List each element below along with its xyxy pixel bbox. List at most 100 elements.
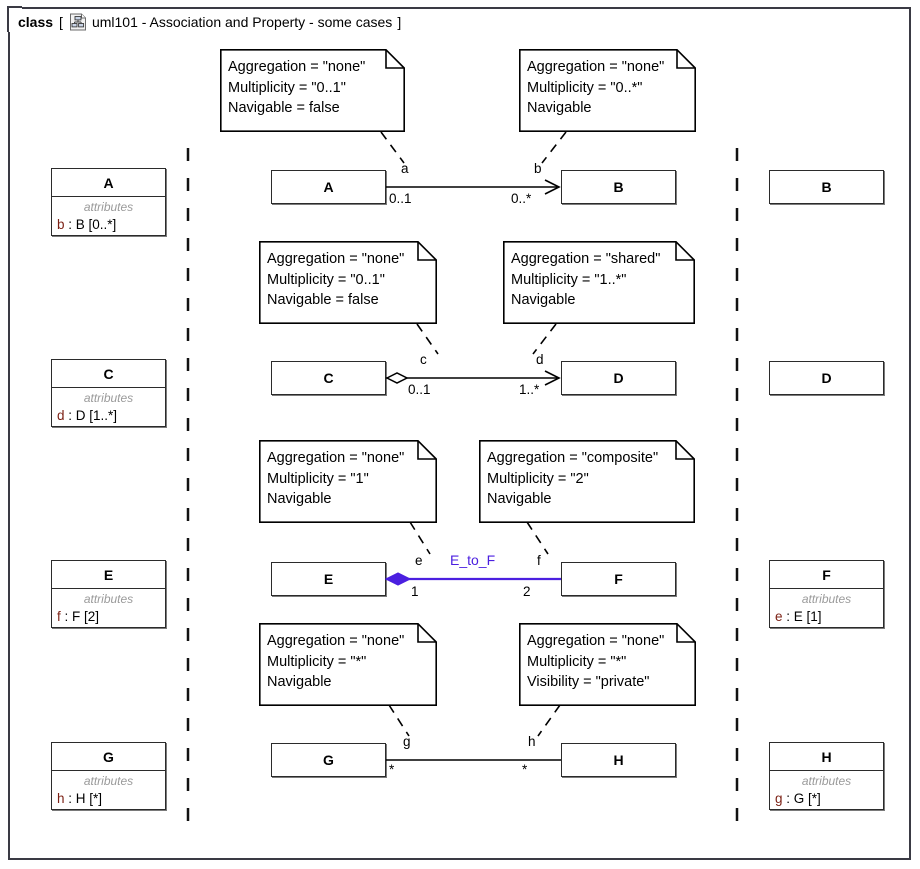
note-body: Aggregation = "none" Multiplicity = "*" … xyxy=(527,633,665,690)
class-name: E xyxy=(52,561,165,589)
assoc-box-C[interactable]: C xyxy=(271,361,386,395)
attributes-label: attributes xyxy=(801,592,852,606)
element-name: B xyxy=(613,179,624,195)
role-label-d: d xyxy=(536,352,544,367)
frame-kind-label: class xyxy=(18,14,54,30)
class-attributes-compartment: attributes b : B [0..*] xyxy=(52,197,165,238)
assoc-box-B[interactable]: B xyxy=(561,170,676,204)
assoc-box-H[interactable]: H xyxy=(561,743,676,777)
attribute-name: g xyxy=(775,791,783,806)
attribute-name: d xyxy=(57,408,65,423)
class-attributes-compartment: attributes f : F [2] xyxy=(52,589,165,630)
class-name: B xyxy=(821,179,832,195)
class-box-right-B[interactable]: B xyxy=(769,170,884,204)
frame-tab-shape xyxy=(7,6,22,32)
note-c[interactable]: Aggregation = "none" Multiplicity = "0..… xyxy=(259,241,437,324)
attribute-name: b xyxy=(57,217,65,232)
element-name: C xyxy=(323,370,334,386)
attribute-type: : H [*] xyxy=(64,791,103,806)
element-name: D xyxy=(613,370,624,386)
attribute-type: : B [0..*] xyxy=(64,217,117,232)
attributes-label: attributes xyxy=(83,200,134,214)
role-label-c: c xyxy=(420,352,427,367)
multiplicity-label-e: 1 xyxy=(411,584,419,599)
class-attributes-compartment: attributes h : H [*] xyxy=(52,771,165,812)
class-name: C xyxy=(52,360,165,388)
class-name: D xyxy=(821,370,832,386)
role-label-e: e xyxy=(415,553,423,568)
frame-bracket-close: ] xyxy=(397,14,402,30)
role-label-g: g xyxy=(403,734,411,749)
note-b[interactable]: Aggregation = "none" Multiplicity = "0..… xyxy=(519,49,696,132)
multiplicity-label-b: 0..* xyxy=(511,191,532,206)
class-attributes-compartment: attributes g : G [*] xyxy=(770,771,883,812)
role-label-a: a xyxy=(401,161,409,176)
assoc-box-G[interactable]: G xyxy=(271,743,386,777)
attribute-type: : G [*] xyxy=(782,791,821,806)
diagram-frame xyxy=(8,7,911,860)
class-box-right-F[interactable]: F attributes e : E [1] xyxy=(769,560,884,628)
attribute-type: : F [2] xyxy=(60,609,100,624)
note-e[interactable]: Aggregation = "none" Multiplicity = "1" … xyxy=(259,440,437,523)
element-name: F xyxy=(614,571,623,587)
class-diagram-icon xyxy=(69,13,86,31)
note-d[interactable]: Aggregation = "shared" Multiplicity = "1… xyxy=(503,241,695,324)
role-label-b: b xyxy=(534,161,542,176)
multiplicity-label-a: 0..1 xyxy=(389,191,412,206)
note-body: Aggregation = "none" Multiplicity = "*" … xyxy=(267,633,405,690)
element-name: H xyxy=(613,752,624,768)
attributes-label: attributes xyxy=(83,391,134,405)
note-body: Aggregation = "composite" Multiplicity =… xyxy=(487,450,659,507)
class-attribute-row: f : F [2] xyxy=(52,607,165,626)
class-attributes-compartment: attributes e : E [1] xyxy=(770,589,883,630)
class-attribute-row: e : E [1] xyxy=(770,607,883,626)
role-label-f: f xyxy=(537,553,541,568)
class-name: G xyxy=(52,743,165,771)
class-attributes-compartment: attributes d : D [1..*] xyxy=(52,388,165,429)
element-name: G xyxy=(323,752,334,768)
note-body: Aggregation = "none" Multiplicity = "0..… xyxy=(228,59,366,116)
attribute-name: e xyxy=(775,609,783,624)
assoc-box-A[interactable]: A xyxy=(271,170,386,204)
assoc-box-D[interactable]: D xyxy=(561,361,676,395)
assoc-box-E[interactable]: E xyxy=(271,562,386,596)
note-body: Aggregation = "none" Multiplicity = "1" … xyxy=(267,450,405,507)
frame-bracket-open: [ xyxy=(59,14,63,30)
class-attribute-row: b : B [0..*] xyxy=(52,215,165,234)
note-a[interactable]: Aggregation = "none" Multiplicity = "0..… xyxy=(220,49,405,132)
attributes-label: attributes xyxy=(801,774,852,788)
attributes-label: attributes xyxy=(83,774,134,788)
class-box-left-C[interactable]: C attributes d : D [1..*] xyxy=(51,359,166,427)
class-attribute-row: d : D [1..*] xyxy=(52,406,165,425)
class-box-left-G[interactable]: G attributes h : H [*] xyxy=(51,742,166,810)
assoc-box-F[interactable]: F xyxy=(561,562,676,596)
class-name: F xyxy=(770,561,883,589)
multiplicity-label-g: * xyxy=(389,762,395,777)
class-box-left-A[interactable]: A attributes b : B [0..*] xyxy=(51,168,166,236)
class-box-right-D[interactable]: D xyxy=(769,361,884,395)
note-body: Aggregation = "shared" Multiplicity = "1… xyxy=(511,251,661,308)
role-label-h: h xyxy=(528,734,536,749)
note-body: Aggregation = "none" Multiplicity = "0..… xyxy=(267,251,405,308)
association-name-e-to-f: E_to_F xyxy=(450,552,496,568)
note-g[interactable]: Aggregation = "none" Multiplicity = "*" … xyxy=(259,623,437,706)
element-name: E xyxy=(323,571,334,587)
attributes-label: attributes xyxy=(83,592,134,606)
attribute-type: : D [1..*] xyxy=(64,408,118,423)
attribute-type: : E [1] xyxy=(782,609,822,624)
note-h[interactable]: Aggregation = "none" Multiplicity = "*" … xyxy=(519,623,696,706)
attribute-name: h xyxy=(57,791,65,806)
class-box-left-E[interactable]: E attributes f : F [2] xyxy=(51,560,166,628)
frame-title-text: uml101 - Association and Property - some… xyxy=(91,14,393,30)
multiplicity-label-f: 2 xyxy=(523,584,531,599)
frame-title-bar: class [ uml101 - Association and Propert… xyxy=(8,7,413,37)
multiplicity-label-h: * xyxy=(522,762,528,777)
note-f[interactable]: Aggregation = "composite" Multiplicity =… xyxy=(479,440,695,523)
class-name: H xyxy=(770,743,883,771)
multiplicity-label-d: 1..* xyxy=(519,382,540,397)
class-attribute-row: h : H [*] xyxy=(52,789,165,808)
element-name: A xyxy=(323,179,334,195)
class-box-right-H[interactable]: H attributes g : G [*] xyxy=(769,742,884,810)
note-body: Aggregation = "none" Multiplicity = "0..… xyxy=(527,59,665,116)
